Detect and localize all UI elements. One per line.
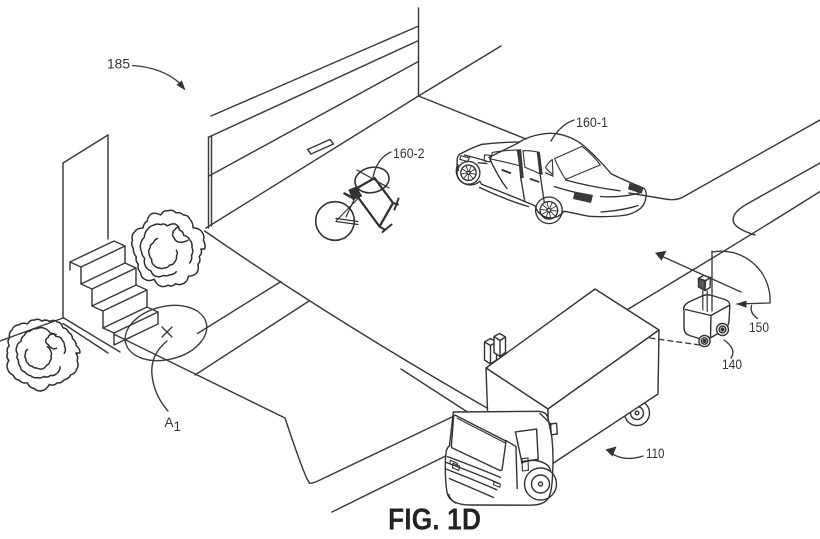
svg-text:160-1: 160-1: [576, 115, 608, 130]
svg-text:110: 110: [646, 446, 665, 461]
svg-text:140: 140: [722, 357, 742, 372]
svg-text:A: A: [165, 415, 174, 430]
svg-text:150: 150: [749, 320, 769, 335]
svg-text:FIG. 1D: FIG. 1D: [388, 503, 481, 537]
svg-text:1: 1: [174, 419, 182, 434]
svg-text:185: 185: [107, 57, 130, 72]
svg-text:160-2: 160-2: [393, 146, 425, 161]
